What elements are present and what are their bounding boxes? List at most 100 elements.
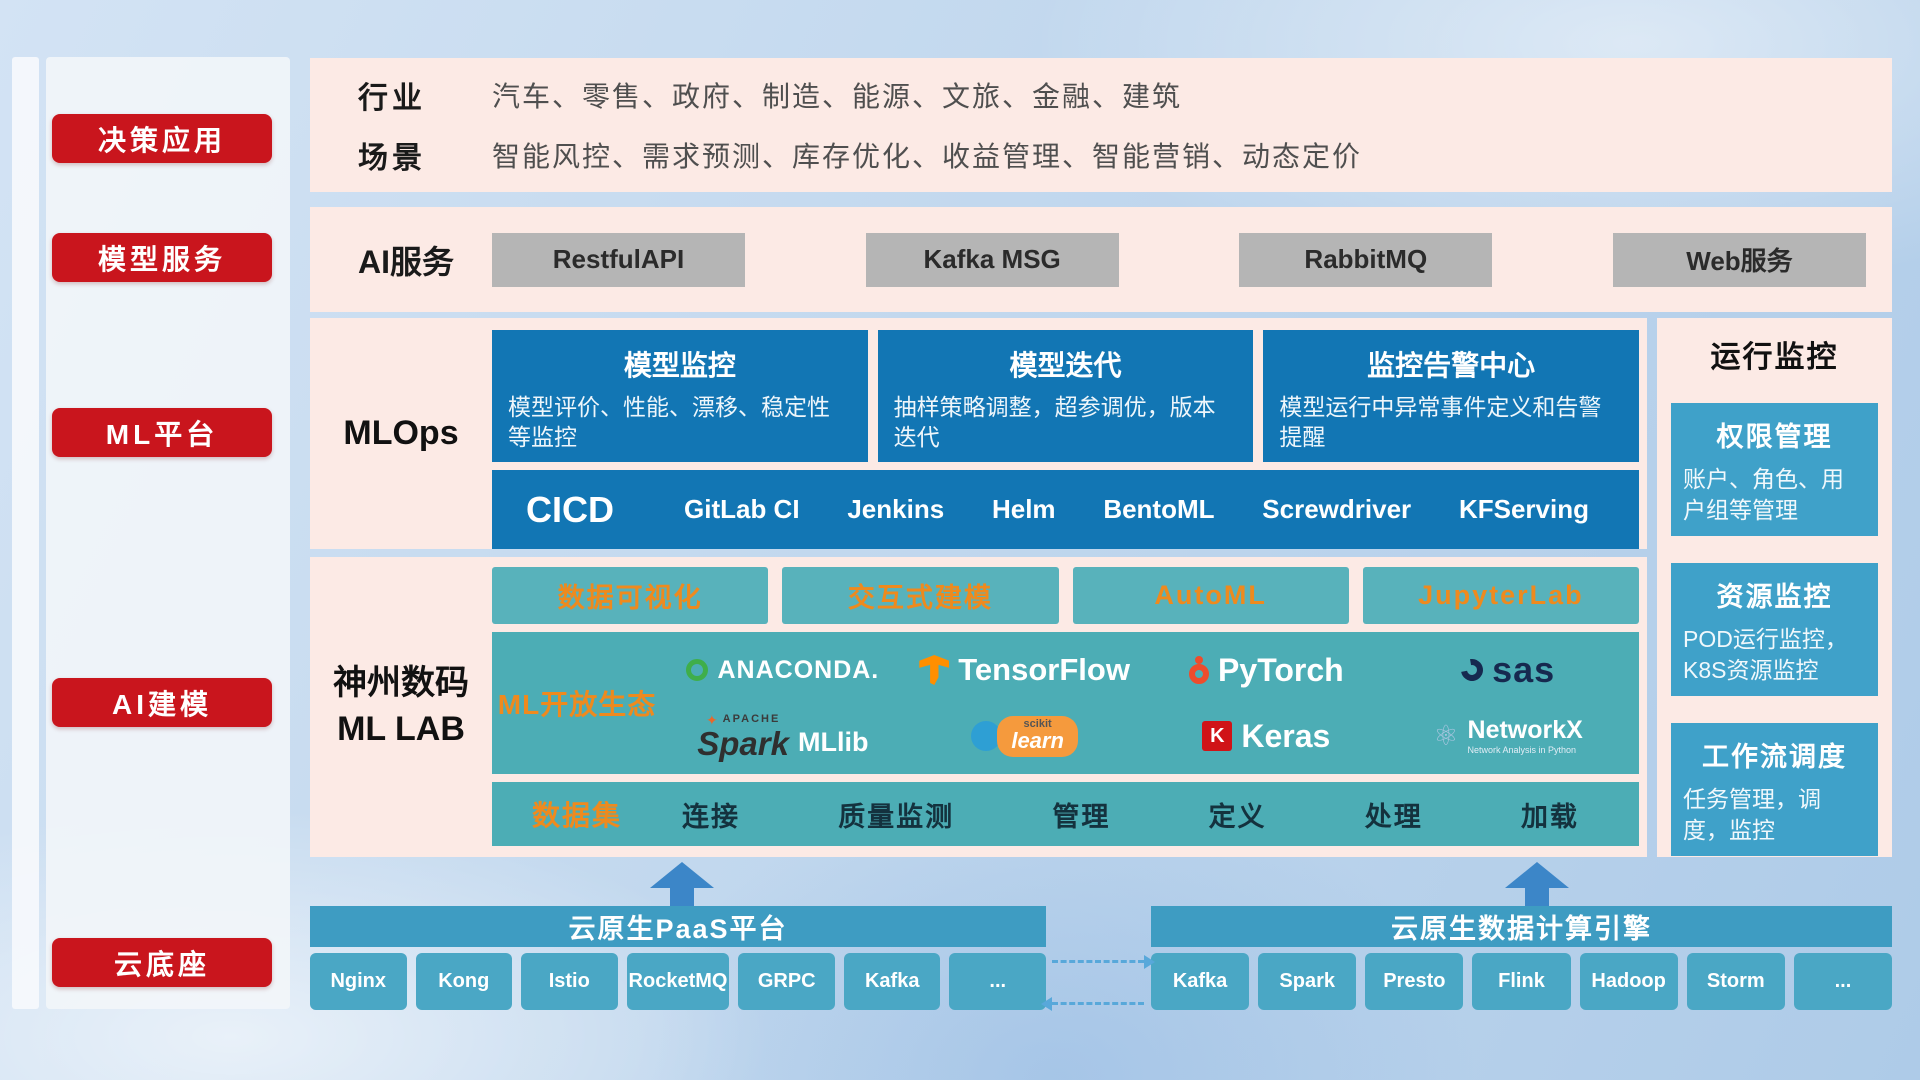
sidebar-item-model-services: 模型服务 bbox=[52, 233, 272, 282]
dataset-label: 数据集 bbox=[531, 800, 622, 831]
permission-management-card: 权限管理 账户、角色、用户组等管理 bbox=[1671, 403, 1878, 537]
cicd-title: CICD bbox=[526, 488, 614, 530]
ai-service-section: AI服务 RestfulAPI Kafka MSG RabbitMQ Web服务 bbox=[310, 207, 1892, 312]
card-title: 资源监控 bbox=[1716, 582, 1833, 613]
alert-center-card: 监控告警中心 模型运行中异常事件定义和告警提醒 bbox=[1263, 330, 1640, 462]
spark-wordmark: ✦ APACHE Spark bbox=[697, 713, 789, 760]
cicd-item-screwdriver: Screwdriver bbox=[1262, 494, 1412, 524]
runtime-monitoring-panel: 运行监控 权限管理 账户、角色、用户组等管理 资源监控 POD运行监控，K8S资… bbox=[1657, 318, 1892, 857]
spark-mllib-logo: ✦ APACHE Spark MLlib bbox=[697, 713, 868, 760]
card-title: 权限管理 bbox=[1716, 422, 1833, 452]
chip-kafka: Kafka bbox=[1151, 953, 1250, 1010]
mllab-label-line1: 神州数码 bbox=[333, 664, 469, 703]
chip-hadoop: Hadoop bbox=[1579, 953, 1678, 1010]
chip-more: ... bbox=[1793, 953, 1892, 1010]
runtime-monitoring-title: 运行监控 bbox=[1710, 341, 1839, 374]
cicd-item-helm: Helm bbox=[991, 494, 1056, 524]
networkx-subtitle: Network Analysis in Python bbox=[1467, 745, 1577, 756]
paas-chips: Nginx Kong Istio RocketMQ GRPC Kafka ... bbox=[310, 953, 1046, 1010]
keras-label: Keras bbox=[1241, 717, 1331, 754]
mlops-section: MLOps 模型监控 模型评价、性能、漂移、稳定性等监控 模型迭代 抽样策略调整… bbox=[310, 318, 1647, 549]
up-arrow-icon bbox=[1505, 862, 1569, 906]
scenario-label: 场景 bbox=[358, 141, 426, 175]
chip-kafka: Kafka bbox=[843, 953, 941, 1010]
chip-istio: Istio bbox=[521, 953, 618, 1010]
rabbitmq-block: RabbitMQ bbox=[1239, 232, 1493, 287]
chip-flink: Flink bbox=[1472, 953, 1571, 1010]
spark-star-icon: ✦ bbox=[705, 711, 720, 728]
anaconda-label: ANACONDA. bbox=[717, 655, 880, 684]
automl-block: AutoML bbox=[1072, 567, 1349, 624]
industry-value: 汽车、零售、政府、制造、能源、文旅、金融、建筑 bbox=[492, 81, 1183, 113]
chip-grpc: GRPC bbox=[738, 953, 835, 1010]
sidebar-item-ai-modeling: AI建模 bbox=[52, 678, 272, 727]
pytorch-logo: PyTorch bbox=[1189, 652, 1344, 689]
mlops-body: 模型监控 模型评价、性能、漂移、稳定性等监控 模型迭代 抽样策略调整，超参调优，… bbox=[492, 330, 1640, 549]
cicd-bar: CICD GitLab CI Jenkins Helm BentoML Scre… bbox=[492, 470, 1639, 549]
mllab-label-line2: ML LAB bbox=[337, 710, 465, 748]
jupyterlab-block: JupyterLab bbox=[1362, 567, 1639, 624]
mllab-tool-row: 数据可视化 交互式建模 AutoML JupyterLab bbox=[492, 567, 1639, 624]
card-desc: 模型评价、性能、漂移、稳定性等监控 bbox=[508, 394, 830, 451]
spark-label: Spark bbox=[697, 724, 789, 762]
chip-presto: Presto bbox=[1365, 953, 1464, 1010]
left-accent-strip bbox=[12, 57, 39, 1009]
up-arrow-icon bbox=[650, 862, 714, 906]
dataset-item-connect: 连接 bbox=[682, 801, 740, 832]
tensorflow-logo: TensorFlow bbox=[919, 652, 1130, 688]
sas-icon bbox=[1456, 654, 1488, 686]
cicd-item-bentoml: BentoML bbox=[1103, 494, 1215, 524]
card-desc: POD运行监控，K8S资源监控 bbox=[1683, 626, 1848, 684]
interactive-modeling-block: 交互式建模 bbox=[782, 567, 1059, 624]
card-desc: 账户、角色、用户组等管理 bbox=[1683, 466, 1844, 524]
dataset-item-quality: 质量监测 bbox=[838, 801, 955, 832]
card-title: 模型迭代 bbox=[1009, 350, 1122, 381]
sas-logo: sas bbox=[1456, 649, 1556, 691]
pytorch-icon bbox=[1189, 664, 1210, 684]
card-desc: 任务管理，调度，监控 bbox=[1683, 786, 1821, 844]
ai-service-label: AI服务 bbox=[358, 243, 455, 280]
ml-ecosystem-logos: ANACONDA. TensorFlow PyTorch sas bbox=[662, 632, 1639, 774]
sas-label: sas bbox=[1492, 649, 1556, 690]
dataset-items: 连接 质量监测 管理 定义 处理 加载 bbox=[682, 795, 1579, 834]
networkx-label: NetworkX bbox=[1467, 716, 1583, 745]
model-monitoring-card: 模型监控 模型评价、性能、漂移、稳定性等监控 bbox=[492, 330, 868, 462]
cicd-item-jenkins: Jenkins bbox=[847, 494, 945, 524]
chip-storm: Storm bbox=[1686, 953, 1785, 1010]
keras-logo: K Keras bbox=[1202, 718, 1330, 755]
sidebar-item-ml-platform: ML平台 bbox=[52, 408, 272, 457]
chip-nginx: Nginx bbox=[310, 953, 407, 1010]
networkx-icon: ⚛ bbox=[1433, 720, 1459, 751]
card-desc: 模型运行中异常事件定义和告警提醒 bbox=[1279, 394, 1602, 451]
chip-more: ... bbox=[949, 953, 1046, 1010]
ml-ecosystem-label: ML开放生态 bbox=[497, 689, 657, 720]
industry-label: 行业 bbox=[358, 82, 426, 116]
scikit-learn-icon bbox=[971, 721, 1002, 751]
scikit-label: scikit bbox=[1023, 717, 1052, 730]
card-title: 工作流调度 bbox=[1702, 742, 1847, 773]
dataset-item-define: 定义 bbox=[1208, 801, 1267, 832]
industry-scenario-section: 行业 汽车、零售、政府、制造、能源、文旅、金融、建筑 场景 智能风控、需求预测、… bbox=[310, 58, 1892, 192]
cicd-items: GitLab CI Jenkins Helm BentoML Screwdriv… bbox=[684, 494, 1589, 525]
keras-icon: K bbox=[1202, 721, 1233, 751]
mllab-body: 数据可视化 交互式建模 AutoML JupyterLab ML开放生态 ANA… bbox=[492, 567, 1639, 846]
anaconda-icon bbox=[686, 659, 709, 681]
dataset-item-load: 加载 bbox=[1520, 801, 1579, 832]
cicd-item-kfserving: KFServing bbox=[1458, 494, 1589, 524]
learn-label: learn bbox=[1011, 727, 1064, 753]
dashed-arrow-right-icon bbox=[1052, 955, 1155, 969]
scenario-row: 场景 智能风控、需求预测、库存优化、收益管理、智能营销、动态定价 bbox=[358, 133, 1892, 177]
card-desc: 抽样策略调整，超参调优，版本迭代 bbox=[893, 394, 1216, 451]
cicd-item-gitlab-ci: GitLab CI bbox=[684, 494, 800, 524]
ml-ecosystem-box: ML开放生态 ANACONDA. TensorFlow PyTorch bbox=[492, 632, 1639, 774]
restfulapi-block: RestfulAPI bbox=[492, 232, 745, 287]
industry-row: 行业 汽车、零售、政府、制造、能源、文旅、金融、建筑 bbox=[358, 73, 1892, 117]
workflow-scheduling-card: 工作流调度 任务管理，调度，监控 bbox=[1671, 723, 1878, 857]
data-engine-bar: 云原生数据计算引擎 bbox=[1151, 906, 1892, 947]
mllab-label: 神州数码 ML LAB bbox=[310, 557, 492, 857]
pytorch-label: PyTorch bbox=[1218, 651, 1344, 688]
mlops-label: MLOps bbox=[343, 413, 459, 452]
web-service-block: Web服务 bbox=[1612, 232, 1866, 287]
scenario-value: 智能风控、需求预测、库存优化、收益管理、智能营销、动态定价 bbox=[492, 140, 1363, 172]
engine-chips: Kafka Spark Presto Flink Hadoop Storm ..… bbox=[1151, 953, 1892, 1010]
